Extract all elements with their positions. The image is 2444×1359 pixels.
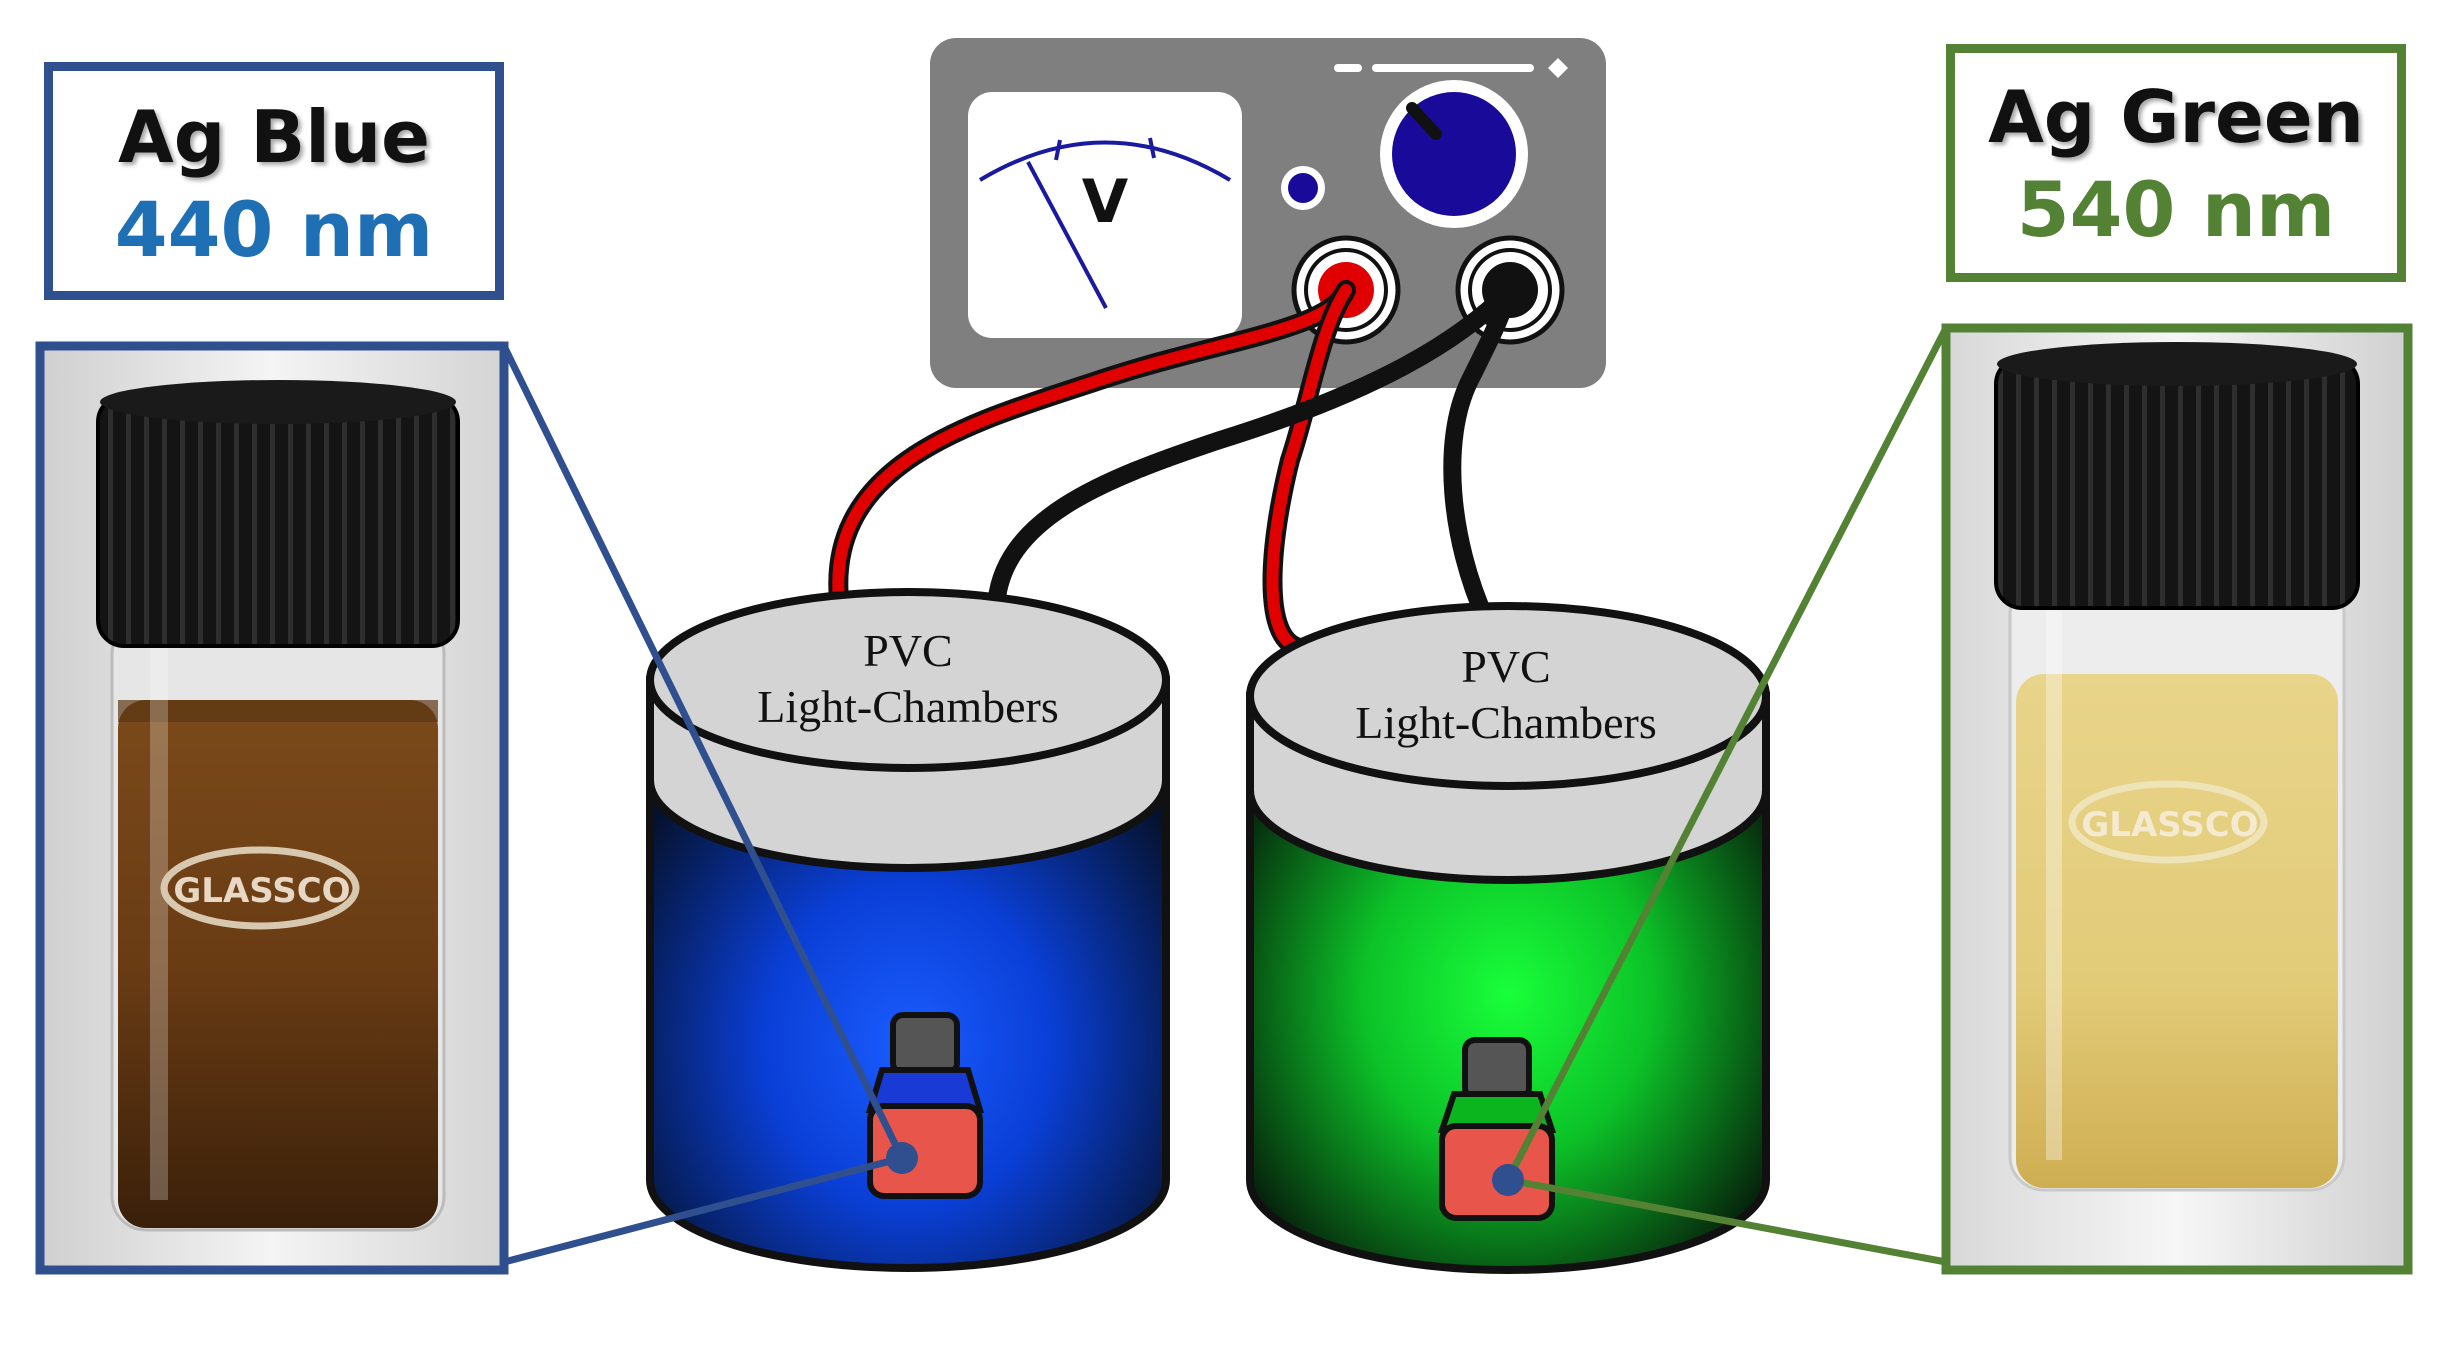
ag-blue-label-box: Ag Blue 440 nm [44,62,504,300]
meter-scale [978,140,1232,182]
red-wire-left [832,284,1352,614]
ag-blue-wavelength: 440 nm [114,185,434,274]
ag-blue-title: Ag Blue [118,95,430,179]
callout-point-blue [886,1142,918,1174]
meter-needle [1026,161,1108,309]
chamber-left-line2: Light-Chambers [757,681,1059,732]
black-wire-right [1443,281,1519,629]
glassco-logo-left: GLASSCO [160,846,360,930]
ag-green-wavelength: 540 nm [2016,165,2336,254]
ag-green-label-box: Ag Green 540 nm [1946,44,2406,282]
blue-light-chamber: PVC Light-Chambers [646,588,1170,1272]
ag-green-photo-frame [1941,323,2413,1275]
ag-blue-photo-frame [35,341,509,1275]
voltmeter: V [930,38,1606,388]
vial-cap-right [1994,356,2360,610]
callout-lines [500,326,1950,1266]
red-wire-right [1266,284,1352,654]
black-wire-left [987,281,1519,617]
vial-cap-left [96,394,460,648]
chamber-right-line1: PVC [1461,641,1550,692]
ag-blue-vial-photo: GLASSCO [40,346,504,1270]
wires [828,280,1519,658]
green-light-chamber: PVC Light-Chambers [1246,602,1770,1274]
ag-green-vial-photo: GLASSCO [1946,328,2408,1270]
callout-point-green [1492,1164,1524,1196]
glassco-logo-right: GLASSCO [2068,780,2268,864]
svg-text:GLASSCO: GLASSCO [173,871,350,911]
indicator-light [1288,173,1318,203]
ag-green-title: Ag Green [1988,75,2364,159]
chamber-right-line2: Light-Chambers [1355,697,1657,748]
chamber-left-line1: PVC [863,625,952,676]
svg-text:GLASSCO: GLASSCO [2081,805,2258,845]
voltmeter-symbol: V [1082,167,1129,237]
